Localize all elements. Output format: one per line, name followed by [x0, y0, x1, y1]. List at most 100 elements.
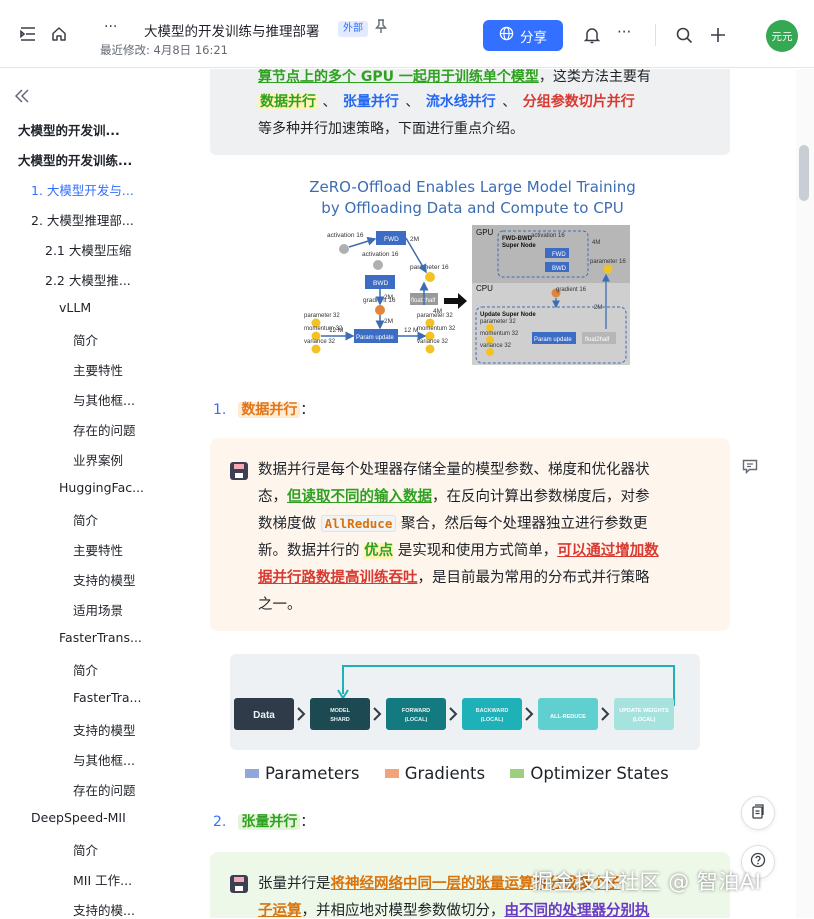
tensor-parallel-callout: 张量并行是将神经网络中同一层的张量运算拆分成多个子 子运算，并相应地对模型参数做… — [210, 852, 730, 918]
toc-item[interactable]: 简介 — [73, 663, 99, 678]
callout-line: 数梯度做 AllReduce 聚合，然后每个处理器独立进行参数更 — [258, 515, 648, 532]
vertical-scrollbar[interactable] — [796, 69, 814, 918]
svg-text:FWD-BWD: FWD-BWD — [502, 236, 533, 242]
toc-item[interactable]: MII 工作... — [73, 873, 133, 888]
pipeline-step-label: FORWARD — [402, 708, 430, 714]
section-heading-tensor-parallel: 2.张量并行： — [213, 814, 315, 830]
toc-item[interactable]: 适用场景 — [73, 603, 124, 618]
svg-text:BWD: BWD — [552, 266, 567, 272]
toc-item[interactable]: 与其他框... — [73, 393, 135, 408]
toc-item[interactable]: 业界案例 — [73, 453, 124, 468]
header-divider — [655, 24, 656, 46]
toc-item[interactable]: 简介 — [73, 843, 99, 858]
allreduce-code: AllReduce — [320, 515, 397, 532]
toc-item[interactable]: 与其他框... — [73, 753, 135, 768]
pipeline-step-label: Data — [253, 710, 275, 721]
toc-item[interactable]: 存在的问题 — [73, 423, 136, 438]
callout-line: 据并行路数提高训练吞吐，是目前最为常用的分布式并行策略 — [258, 570, 650, 586]
pipeline-step-label: (LOCAL) — [481, 717, 504, 723]
legend-item-gradients: Gradients — [384, 764, 485, 783]
figure-legend: Parameters Gradients Optimizer States — [245, 764, 669, 783]
toc-item[interactable]: FasterTra... — [73, 690, 142, 705]
svg-text:variance 32: variance 32 — [480, 343, 512, 349]
table-of-contents: 大模型的开发训... 大模型的开发训练... 1. 大模型开发与... 2. 大模型推… — [0, 69, 160, 918]
svg-text:Super Node: Super Node — [502, 243, 536, 249]
svg-text:FWD: FWD — [384, 236, 399, 243]
pipeline-step-box — [538, 698, 598, 730]
collapse-sidebar-icon[interactable] — [14, 87, 30, 108]
toc-item[interactable]: 简介 — [73, 333, 99, 348]
toc-item[interactable]: 2.1 大模型压缩 — [45, 243, 132, 258]
svg-text:variance 32: variance 32 — [417, 339, 449, 345]
pipeline-step-label: SHARD — [330, 717, 350, 723]
toc-item[interactable]: 存在的问题 — [73, 783, 136, 798]
svg-text:2M: 2M — [410, 236, 419, 243]
more-options-icon[interactable]: ··· — [617, 23, 632, 41]
pipeline-arrow — [297, 707, 306, 721]
pipeline-step-box — [310, 698, 370, 730]
toc-item[interactable]: HuggingFac... — [59, 480, 145, 495]
pipeline-arrow — [601, 707, 610, 721]
scrollbar-thumb[interactable] — [799, 145, 809, 201]
svg-text:CPU: CPU — [476, 284, 493, 293]
toc-toggle-icon[interactable] — [20, 27, 36, 44]
svg-text:activation 16: activation 16 — [327, 232, 364, 239]
legend-item-parameters: Parameters — [245, 764, 359, 783]
floppy-disk-icon — [230, 462, 248, 480]
toc-item[interactable]: 支持的模... — [73, 903, 135, 918]
help-button[interactable] — [741, 845, 775, 879]
toc-item[interactable]: 简介 — [73, 513, 99, 528]
toc-item[interactable]: FasterTrans... — [59, 630, 142, 645]
search-icon[interactable] — [676, 27, 693, 47]
share-label: 分享 — [520, 29, 547, 46]
share-button[interactable]: 分享 — [483, 20, 563, 51]
page-outline-button[interactable] — [741, 796, 775, 830]
svg-text:BWD: BWD — [373, 280, 388, 287]
user-avatar[interactable]: 元元 — [766, 20, 798, 52]
pipeline-arrow — [373, 707, 382, 721]
toc-item[interactable]: 支持的模型 — [73, 723, 136, 738]
pipeline-arrow — [449, 707, 458, 721]
svg-text:activation 16: activation 16 — [531, 233, 565, 239]
data-parallel-callout: 数据并行是每个处理器存储全量的模型参数、梯度和优化器状 态，但读取不同的输入数据… — [210, 438, 730, 631]
svg-text:12 M: 12 M — [404, 327, 418, 334]
document-title[interactable]: 大模型的开发训练与推理部署 — [144, 24, 320, 40]
tag-data-parallel: 数据并行 — [258, 94, 318, 110]
toc-item[interactable]: 2. 大模型推理部... — [31, 213, 134, 228]
zero-offload-diagram: activation 16 FWD activation 16 BWD grad… — [304, 225, 630, 365]
toc-item[interactable]: 主要特性 — [73, 363, 124, 378]
toc-item[interactable]: 1. 大模型开发与... — [31, 183, 134, 198]
home-icon[interactable] — [51, 26, 67, 45]
svg-text:float2half: float2half — [585, 337, 610, 343]
pipeline-step-label: UPDATE WEIGHTS — [619, 708, 669, 714]
toc-item[interactable]: 大模型的开发训练... — [18, 153, 133, 168]
svg-text:momentum 32: momentum 32 — [304, 326, 343, 332]
figure-title: ZeRO-Offload Enables Large Model Trainin… — [309, 178, 636, 217]
toc-item[interactable]: vLLM — [59, 300, 92, 315]
breadcrumb-more-icon[interactable]: ··· — [104, 19, 118, 35]
toc-item[interactable]: 2.2 大模型推... — [45, 273, 131, 288]
last-modified-text: 最近修改: 4月8日 16:21 — [100, 43, 228, 57]
globe-icon — [499, 26, 514, 45]
pipeline-step-box — [386, 698, 446, 730]
watermark-text: 掘金技术社区 @ 智泊AI — [532, 870, 762, 894]
pin-icon[interactable] — [375, 19, 387, 37]
toc-item[interactable]: 大模型的开发训... — [18, 123, 120, 138]
svg-text:GPU: GPU — [476, 228, 494, 237]
external-badge: 外部 — [338, 21, 368, 37]
intro-line-1: 算节点上的多个 GPU 一起用于训练单个模型，这类方法主要有 — [258, 69, 651, 85]
toc-item[interactable]: DeepSpeed-MII — [31, 810, 126, 825]
intro-line-3: 等多种并行加速策略，下面进行重点介绍。 — [258, 121, 524, 137]
comment-icon[interactable] — [742, 459, 758, 478]
pipeline-step-label: MODEL — [330, 708, 351, 714]
document-body: 算节点上的多个 GPU 一起用于训练单个模型，这类方法主要有 数据并行 、 张量… — [160, 69, 794, 918]
svg-text:Update Super Node: Update Super Node — [480, 312, 536, 318]
callout-line: 新。数据并行的 优点 是实现和使用方式简单，可以通过增加数 — [258, 543, 659, 559]
add-icon[interactable] — [710, 27, 726, 46]
toc-item[interactable]: 支持的模型 — [73, 573, 136, 588]
pipeline-step-label: ALL-REDUCE — [550, 714, 586, 720]
bell-icon[interactable] — [583, 27, 601, 47]
toc-item[interactable]: 主要特性 — [73, 543, 124, 558]
zero-offload-figure: ZeRO-Offload Enables Large Model Trainin… — [300, 177, 645, 377]
